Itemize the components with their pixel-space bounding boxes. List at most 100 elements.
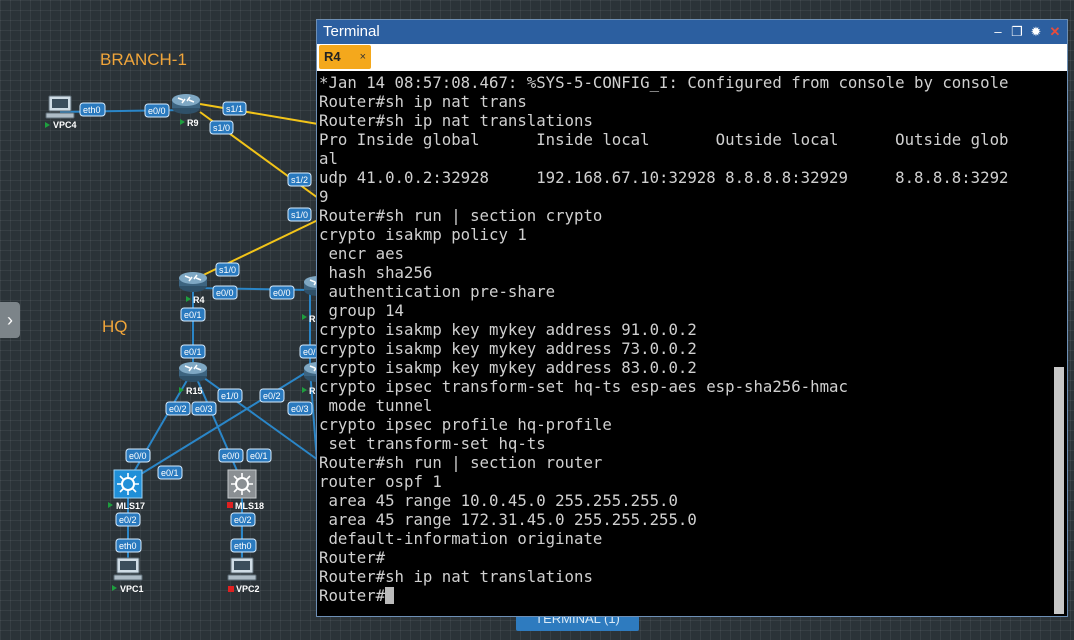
terminal-window[interactable]: Terminal – ❐ ✹ ✕ R4 × *Jan 14 08:57:08.4… — [316, 19, 1068, 617]
terminal-line: group 14 — [319, 301, 405, 320]
svg-text:e0/3: e0/3 — [195, 404, 213, 414]
terminal-line: Router#sh run | section crypto — [319, 206, 603, 225]
node-label: MLS17 — [116, 501, 145, 511]
tab-close-icon[interactable]: × — [359, 51, 366, 63]
port-label: e0/0 — [125, 448, 151, 463]
port-label: s1/0 — [287, 207, 312, 222]
terminal-titlebar[interactable]: Terminal – ❐ ✹ ✕ — [317, 20, 1067, 44]
node-vpc4[interactable]: VPC4 — [45, 95, 77, 130]
status-running-icon — [112, 585, 117, 591]
node-label: MLS18 — [235, 501, 264, 511]
settings-icon[interactable]: ✹ — [1030, 24, 1042, 39]
node-r16[interactable]: R — [302, 361, 333, 396]
restore-icon[interactable]: ❐ — [1011, 24, 1023, 39]
terminal-line: crypto isakmp key mykey address 91.0.0.2 — [319, 320, 697, 339]
svg-text:e0/0: e0/0 — [148, 106, 166, 116]
status-running-icon — [186, 296, 191, 302]
node-r4[interactable]: R4 — [178, 271, 208, 305]
terminal-output[interactable]: *Jan 14 08:57:08.467: %SYS-5-CONFIG_I: C… — [319, 73, 1051, 614]
terminal-line: al — [319, 149, 338, 168]
status-running-icon — [45, 122, 50, 128]
port-label: e0/0 — [218, 448, 244, 463]
terminal-line: Router#sh run | section router — [319, 453, 603, 472]
terminal-line: Router# — [319, 548, 386, 567]
terminal-line: 9 — [319, 187, 329, 206]
status-running-icon — [179, 387, 184, 393]
terminal-tab-r4[interactable]: R4 × — [319, 45, 371, 69]
svg-text:e0/2: e0/2 — [234, 515, 252, 525]
svg-text:eth0: eth0 — [83, 105, 101, 115]
terminal-line: authentication pre-share — [319, 282, 556, 301]
port-label: eth0 — [79, 102, 106, 117]
terminal-line: crypto ipsec profile hq-profile — [319, 415, 612, 434]
sidebar-toggle-button[interactable]: › — [0, 302, 20, 338]
topology-links — [59, 103, 319, 570]
svg-text:e1/0: e1/0 — [221, 391, 239, 401]
node-r9[interactable]: R9 — [171, 93, 201, 128]
terminal-line: mode tunnel — [319, 396, 433, 415]
svg-text:e0/1: e0/1 — [161, 468, 179, 478]
terminal-tab-label: R4 — [324, 49, 341, 64]
svg-text:e0/0: e0/0 — [216, 288, 234, 298]
svg-text:e0/0: e0/0 — [222, 451, 240, 461]
svg-text:s1/0: s1/0 — [291, 210, 308, 220]
close-icon[interactable]: ✕ — [1049, 24, 1061, 39]
svg-text:e0/0: e0/0 — [273, 288, 291, 298]
node-label: R — [309, 314, 316, 324]
svg-text:e0/2: e0/2 — [263, 391, 281, 401]
node-r5[interactable]: R — [302, 275, 333, 324]
port-label: eth0 — [230, 538, 257, 553]
port-label: e0/2 — [230, 512, 256, 527]
node-label: R — [309, 386, 316, 396]
svg-text:s1/0: s1/0 — [219, 265, 236, 275]
node-vpc1[interactable]: VPC1 — [112, 557, 144, 594]
svg-text:e0/1: e0/1 — [184, 310, 202, 320]
terminal-line: crypto ipsec transform-set hq-ts esp-aes… — [319, 377, 848, 396]
node-label: VPC1 — [120, 584, 144, 594]
terminal-line: crypto isakmp key mykey address 73.0.0.2 — [319, 339, 697, 358]
terminal-line: udp 41.0.0.2:32928 192.168.67.10:32928 8… — [319, 168, 1009, 187]
node-r15[interactable]: R15 — [178, 361, 208, 396]
port-label: e0/0 — [269, 285, 295, 300]
svg-text:e0/2: e0/2 — [119, 515, 137, 525]
port-label: s1/0 — [209, 120, 234, 135]
node-mls18[interactable]: MLS18 — [227, 469, 264, 511]
status-running-icon — [180, 119, 185, 125]
node-mls17[interactable]: MLS17 — [108, 469, 145, 511]
node-vpc2[interactable]: VPC2 — [227, 557, 260, 594]
svg-text:e0/1: e0/1 — [250, 451, 268, 461]
terminal-line: Router#sh ip nat translations — [319, 111, 593, 130]
terminal-prompt-line[interactable]: Router# — [319, 586, 1051, 605]
terminal-line: Router#sh ip nat trans — [319, 92, 527, 111]
svg-text:eth0: eth0 — [119, 541, 137, 551]
node-label: R15 — [186, 386, 203, 396]
terminal-line: encr aes — [319, 244, 405, 263]
port-label: e0/1 — [180, 307, 206, 322]
port-label: e0/1 — [246, 448, 272, 463]
svg-text:e0/3: e0/3 — [291, 404, 309, 414]
svg-text:e0/1: e0/1 — [303, 347, 321, 357]
node-label: R9 — [187, 118, 199, 128]
port-label: s1/0 — [215, 262, 240, 277]
terminal-line: Router#sh ip nat translations — [319, 567, 593, 586]
terminal-scrollbar[interactable] — [1053, 73, 1065, 614]
port-label: e0/1 — [157, 465, 183, 480]
terminal-title: Terminal — [323, 23, 380, 40]
terminal-line: area 45 range 172.31.45.0 255.255.255.0 — [319, 510, 697, 529]
terminal-line: crypto isakmp key mykey address 83.0.0.2 — [319, 358, 697, 377]
status-running-icon — [108, 502, 113, 508]
terminal-line: router ospf 1 — [319, 472, 442, 491]
terminal-line: hash sha256 — [319, 263, 433, 282]
terminal-line: Pro Inside global Inside local Outside l… — [319, 130, 1009, 149]
scrollbar-thumb[interactable] — [1054, 367, 1064, 614]
terminal-tabbar: R4 × — [317, 44, 1067, 71]
status-stopped-icon — [227, 502, 233, 508]
terminal-line: default-information originate — [319, 529, 603, 548]
port-label: s1/2 — [287, 172, 312, 187]
status-running-icon — [302, 387, 307, 393]
terminal-line: *Jan 14 08:57:08.467: %SYS-5-CONFIG_I: C… — [319, 73, 1009, 92]
port-label: s1/1 — [222, 101, 247, 116]
svg-text:s1/1: s1/1 — [226, 104, 243, 114]
minimize-icon[interactable]: – — [994, 24, 1002, 39]
